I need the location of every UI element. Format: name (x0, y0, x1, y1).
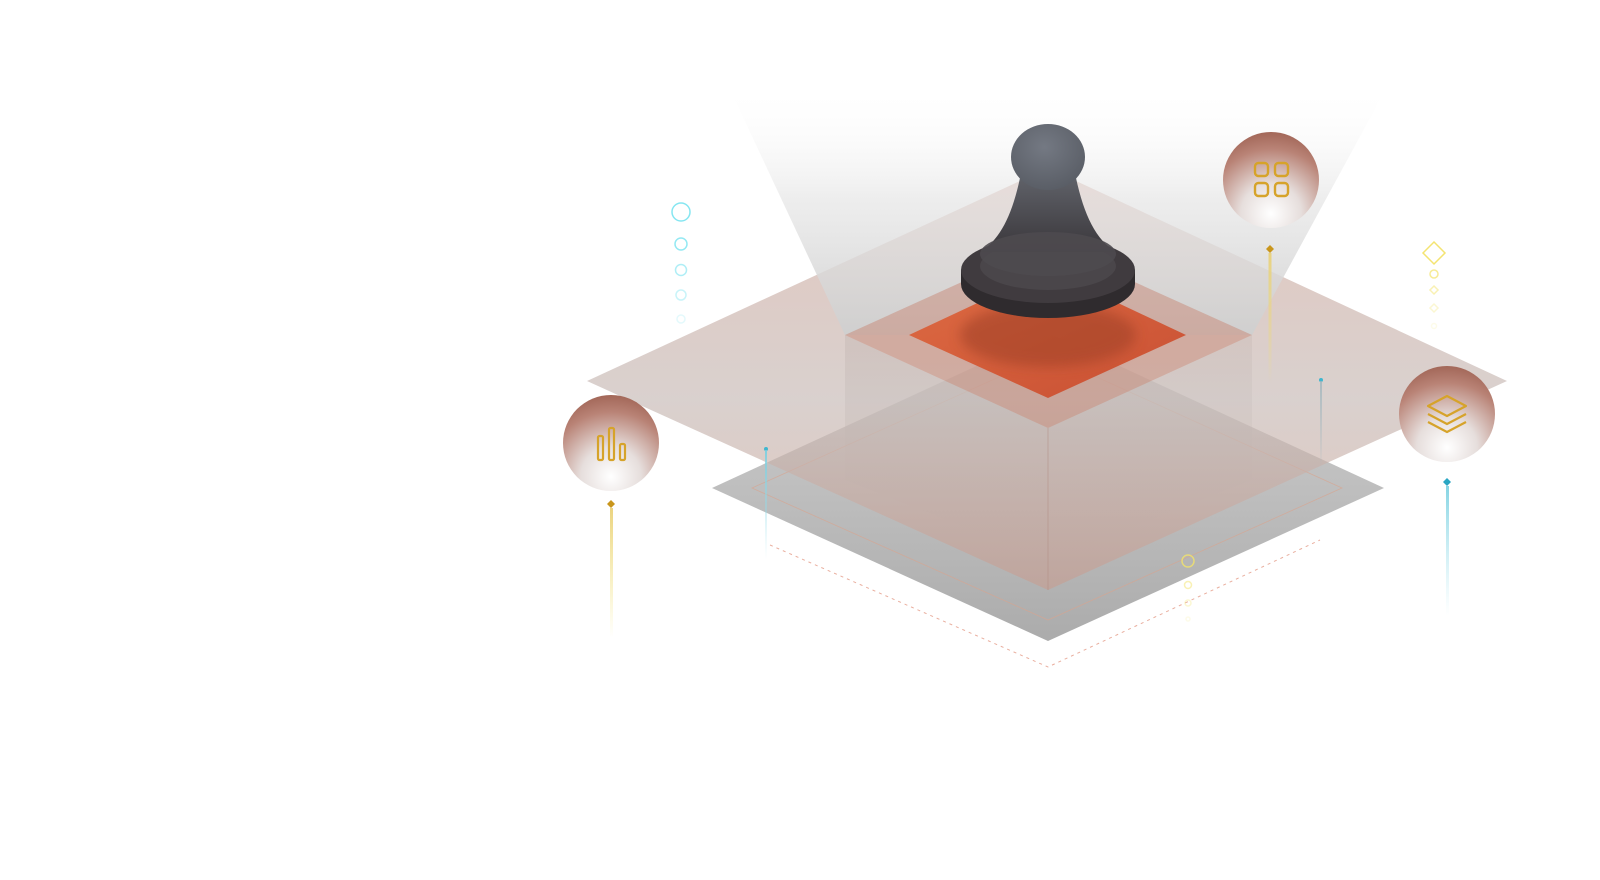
yellow-diamond-trail (1421, 240, 1447, 330)
stem-cyan-left (764, 447, 768, 560)
yellow-circle-trail (1181, 554, 1195, 622)
ground-dashed-outline (769, 539, 1321, 668)
cyan-dot-trail (671, 202, 691, 324)
layers-icon (1426, 394, 1468, 434)
grid-apps-icon (1253, 161, 1290, 198)
badge-grid-apps (1223, 132, 1319, 383)
bar-chart-icon (596, 426, 627, 462)
badge-layers (1399, 366, 1495, 616)
chess-pawn-icon (961, 124, 1135, 318)
badge-bar-chart (563, 395, 659, 638)
stem-cyan-right (1319, 378, 1323, 471)
pawn-shadow (960, 303, 1136, 367)
